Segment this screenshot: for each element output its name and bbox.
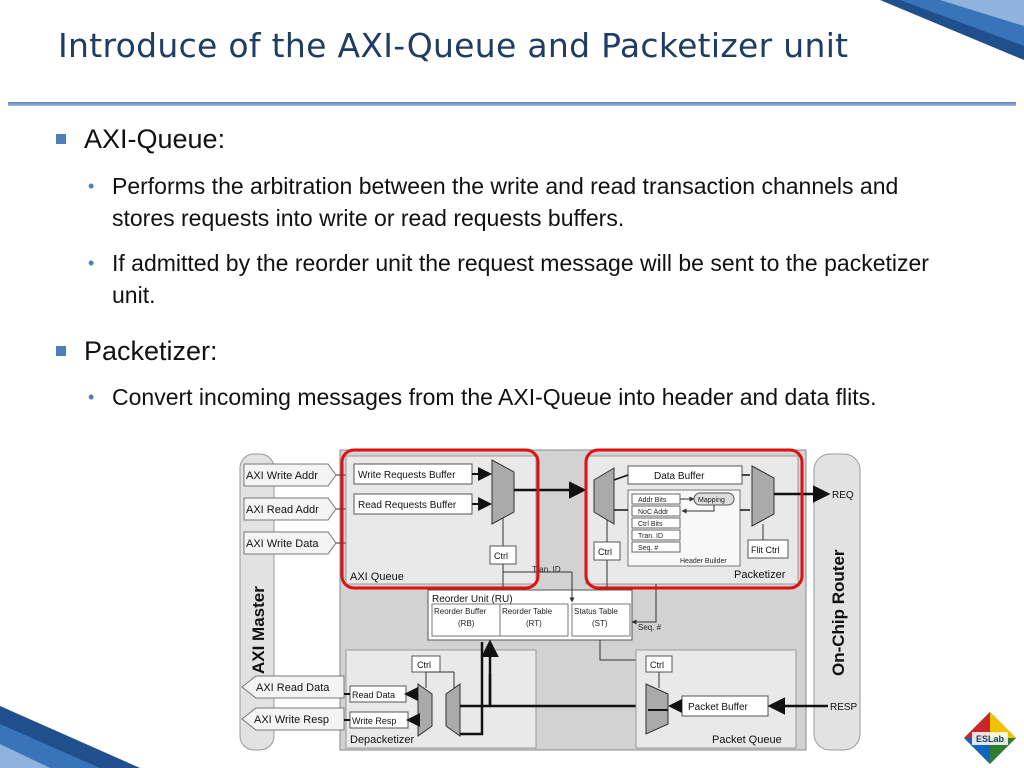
- packet-buffer-text: Packet Buffer: [688, 702, 749, 713]
- seq-field-text: Seq. #: [638, 545, 658, 552]
- rect-shape: [972, 732, 1008, 745]
- rect-shape: [631, 541, 681, 553]
- ctrl-text: Ctrl: [494, 551, 508, 561]
- st-text: (ST): [592, 619, 608, 628]
- write-requests-buffer-text: Write Requests Buffer: [358, 470, 456, 481]
- polygon-shape: [243, 463, 337, 487]
- packetizer-label: Packetizer: [734, 569, 786, 581]
- flit-ctrl: [747, 539, 789, 559]
- bullet-arbitration: Performs the arbitration between the wri…: [88, 170, 952, 234]
- noc-addr-text: NoC Addr: [638, 509, 669, 516]
- reorder-table-text: Reorder Table: [502, 607, 553, 616]
- corner-decoration-bottom: [0, 706, 140, 768]
- reorder-buffer-text: Reorder Buffer: [434, 607, 487, 616]
- reorder-unit-text: Reorder Unit (RU): [432, 594, 513, 605]
- flit-ctrl-text: Flit Ctrl: [751, 545, 780, 555]
- tran-id-label: Tran. ID: [532, 565, 561, 574]
- axi-master-label: AXI Master: [249, 586, 268, 674]
- rect-shape: [631, 529, 681, 541]
- bullet-reorder-admit: If admitted by the reorder unit the requ…: [88, 247, 952, 311]
- resp-label: RESP: [830, 702, 858, 713]
- addr-bits-text: Addr Bits: [638, 497, 667, 504]
- packetizer-mux: [751, 465, 775, 527]
- packet-queue-label: Packet Queue: [712, 734, 782, 746]
- ctrl-text: Ctrl: [417, 660, 431, 670]
- packetizer-demux: [593, 467, 615, 525]
- axi-input-arrows: [243, 463, 337, 555]
- rt-text: (RT): [526, 619, 542, 628]
- reorder-table: [499, 603, 569, 637]
- polygon-shape: [241, 707, 345, 731]
- tran-id-field-text: Tran. ID: [638, 533, 663, 540]
- seq-label: Seq. #: [638, 623, 662, 632]
- status-table: [571, 603, 631, 637]
- read-requests-buffer-text: Read Requests Buffer: [358, 500, 457, 511]
- router-panel: [813, 453, 861, 751]
- highlight-packetizer: [584, 448, 804, 590]
- logo-text-text: ESLab: [976, 734, 1005, 744]
- axi-read-data-label: AXI Read Data: [256, 682, 330, 694]
- queue-mux: [491, 459, 515, 525]
- corner-decoration-top: [880, 0, 1024, 60]
- status-table-text: Status Table: [574, 607, 618, 616]
- path-shape: [460, 642, 484, 736]
- axi-queue-label: AXI Queue: [350, 571, 404, 583]
- architecture-diagram: AXI Master On-Chip Router AXI Write Addr…: [239, 448, 861, 751]
- axi-write-addr-label: AXI Write Addr: [246, 470, 318, 482]
- title-divider: [8, 102, 1016, 106]
- polygon-shape: [964, 712, 990, 738]
- rect-shape: [631, 505, 681, 517]
- highlight-axi-queue: [340, 448, 540, 590]
- depack-demux: [445, 683, 461, 737]
- reorder-buffer: [431, 603, 501, 637]
- axi-write-resp-label: AXI Write Resp: [254, 714, 329, 726]
- polygon-shape: [243, 531, 337, 555]
- ctrl-text: Ctrl: [650, 660, 664, 670]
- read-data-text: Read Data: [352, 690, 395, 700]
- axi-read-addr-label: AXI Read Addr: [246, 504, 319, 516]
- ctrl-text: Ctrl: [598, 547, 612, 557]
- line-shape: [613, 474, 629, 481]
- bullet-convert: Convert incoming messages from the AXI-Q…: [88, 381, 952, 413]
- header-builder-label: Header Builder: [680, 558, 727, 565]
- polygon-shape: [990, 712, 1016, 738]
- data-buffer-text: Data Buffer: [654, 471, 705, 482]
- polygon-shape: [243, 497, 337, 521]
- page-title: Introduce of the AXI-Queue and Packetize…: [58, 26, 849, 65]
- path-shape: [631, 584, 657, 625]
- rb-text: (RB): [458, 619, 475, 628]
- router-label: On-Chip Router: [829, 549, 848, 676]
- depacketizer-label: Depacketizer: [350, 734, 415, 746]
- bullet-axi-queue: AXI-Queue:: [55, 124, 226, 154]
- write-resp-text: Write Resp: [352, 716, 396, 726]
- rect-shape: [631, 517, 681, 529]
- axi-write-data-label: AXI Write Data: [246, 538, 319, 550]
- path-shape: [599, 640, 642, 661]
- bullet-packetizer: Packetizer:: [56, 336, 218, 366]
- mapping-text: Mapping: [698, 497, 725, 504]
- ctrl-bits-text: Ctrl Bits: [638, 521, 663, 528]
- req-label: REQ: [832, 490, 854, 501]
- path-shape: [681, 505, 715, 514]
- eslab-logo: ESLab: [964, 712, 1016, 764]
